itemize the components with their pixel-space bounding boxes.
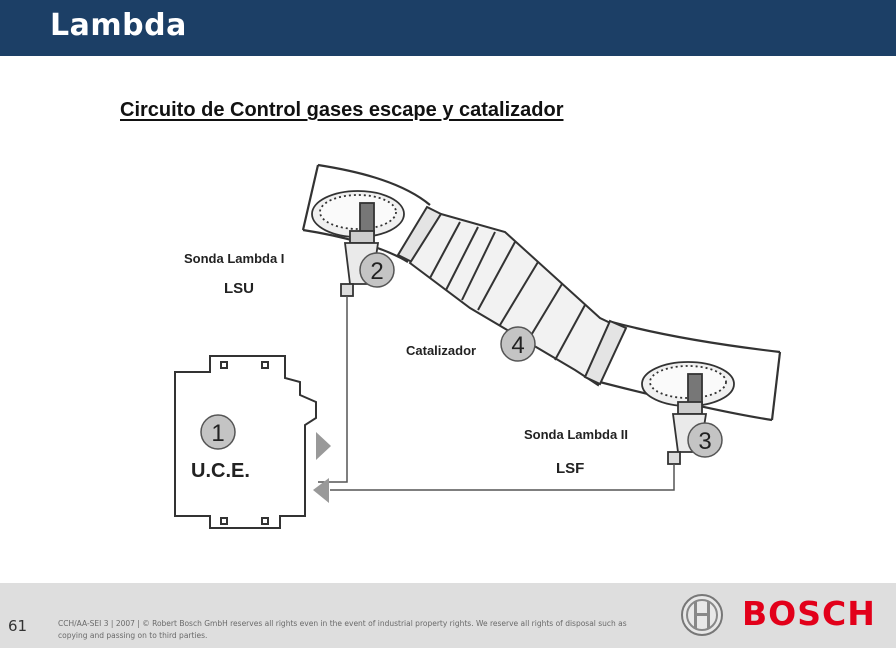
svg-text:3: 3 — [698, 428, 711, 455]
badge-2: 2 — [359, 252, 395, 288]
sensor-1-type: LSU — [224, 280, 254, 297]
catalyst-label: Catalizador — [406, 343, 477, 358]
output-arrow — [313, 478, 329, 503]
catalyst-body — [408, 212, 628, 387]
footer-bar: 61 CCH/AA-SEI 3 | 2007 | © Robert Bosch … — [0, 583, 896, 648]
badge-1: 1 — [200, 414, 236, 450]
sensor-1-label: Sonda Lambda I — [184, 251, 285, 266]
exhaust-circuit-diagram: 1 2 3 4 — [174, 163, 782, 529]
svg-text:4: 4 — [511, 332, 524, 359]
diagram-subtitle: Circuito de Control gases escape y catal… — [120, 99, 564, 121]
legal-notice: CCH/AA-SEI 3 | 2007 | © Robert Bosch Gmb… — [58, 619, 627, 640]
bosch-armature-logo-icon — [681, 594, 723, 636]
svg-text:1: 1 — [211, 420, 224, 447]
ecu-label: U.C.E. — [191, 460, 250, 482]
page-title: Lambda — [50, 8, 187, 43]
brand-wordmark: BOSCH — [742, 594, 876, 633]
input-arrow — [316, 432, 331, 460]
sensor-2-label: Sonda Lambda II — [524, 427, 629, 442]
page-number: 61 — [8, 617, 28, 635]
svg-text:2: 2 — [370, 258, 383, 285]
header-bar: Lambda — [0, 0, 896, 56]
badge-3: 3 — [687, 422, 723, 458]
lambda-sensor-2 — [641, 361, 735, 465]
sensor-2-type: LSF — [556, 460, 585, 477]
ecu-unit — [174, 355, 317, 529]
badge-4: 4 — [500, 326, 536, 362]
